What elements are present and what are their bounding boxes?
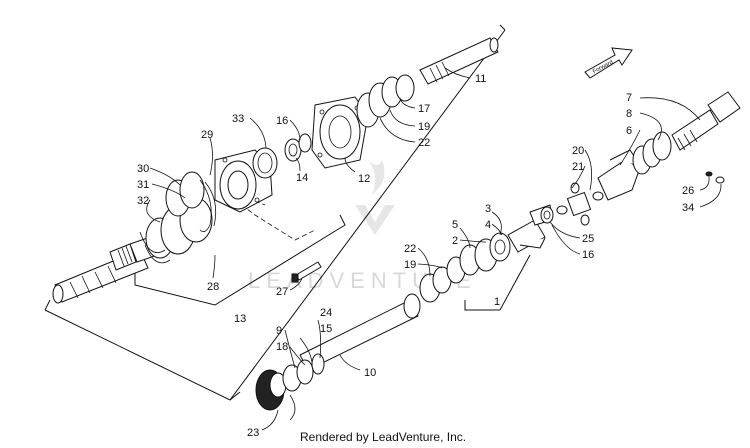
callout-9: 9: [276, 325, 282, 337]
seal-33: [252, 147, 278, 179]
gear-23: [255, 369, 296, 421]
callout-21: 21: [572, 161, 584, 173]
callout-7: 7: [626, 92, 632, 104]
bearings-9-18: [282, 353, 325, 392]
lower-frame-1: [464, 254, 531, 311]
callout-27: 27: [276, 286, 288, 298]
callout-32: 32: [137, 195, 149, 207]
callout-28: 28: [207, 281, 219, 293]
callout-10: 10: [364, 367, 376, 379]
seal-2-3-4-5: [459, 232, 511, 276]
bolt-27: [291, 261, 322, 283]
callout-3: 3: [485, 203, 491, 215]
callout-13: 13: [234, 313, 246, 325]
clip-29: [199, 179, 217, 233]
callout-4: 4: [485, 219, 491, 231]
forward-arrow: Forward: [584, 47, 633, 79]
callout-16: 16: [276, 115, 288, 127]
callout-1: 1: [494, 296, 500, 308]
callout-6: 6: [626, 125, 632, 137]
seal-stack-upper: [356, 74, 415, 128]
upper-shaft-11: [419, 37, 499, 85]
callout-19: 19: [418, 121, 430, 133]
callout-22: 22: [418, 137, 430, 149]
seal-stack-lower: [419, 256, 466, 303]
callout-17: 17: [418, 103, 430, 115]
callout-29: 29: [201, 129, 213, 141]
callout-12: 12: [358, 173, 370, 185]
callout-14: 14: [296, 172, 308, 184]
callout-26: 26: [682, 185, 694, 197]
callout-19-lower: 19: [404, 259, 416, 271]
callout-8: 8: [626, 108, 632, 120]
shaft-7: [671, 91, 741, 151]
callout-2: 2: [452, 235, 458, 247]
footer-credit: Rendered by LeadVenture, Inc.: [300, 430, 467, 444]
callout-15: 15: [320, 323, 332, 335]
upper-assembly-frame: [44, 24, 506, 401]
callout-22-lower: 22: [404, 243, 416, 255]
callouts: 11 17 19 22 12 14 16 33 29 30 31 32 27 2…: [137, 73, 694, 439]
callout-24: 24: [320, 307, 332, 319]
leader-lines: [146, 67, 722, 431]
callout-25: 25: [582, 233, 594, 245]
callout-5: 5: [452, 219, 458, 231]
callout-20: 20: [572, 145, 584, 157]
u-joint-spider: [556, 182, 604, 226]
callout-31: 31: [137, 179, 149, 191]
callout-23: 23: [247, 427, 259, 439]
bearing-14-16: [284, 133, 312, 162]
boot-assembly: [139, 171, 213, 264]
callout-34: 34: [682, 202, 694, 214]
callout-11: 11: [475, 73, 486, 85]
callout-18: 18: [276, 341, 288, 353]
callout-30: 30: [137, 163, 149, 175]
small-parts-26-34: [705, 171, 725, 184]
callout-33: 33: [232, 113, 244, 125]
bearing-housing-left: [214, 149, 273, 213]
ring-25: [540, 206, 554, 224]
callout-16-right: 16: [582, 249, 594, 261]
bearing-housing-12: [311, 96, 369, 169]
boot-8: [632, 131, 672, 175]
